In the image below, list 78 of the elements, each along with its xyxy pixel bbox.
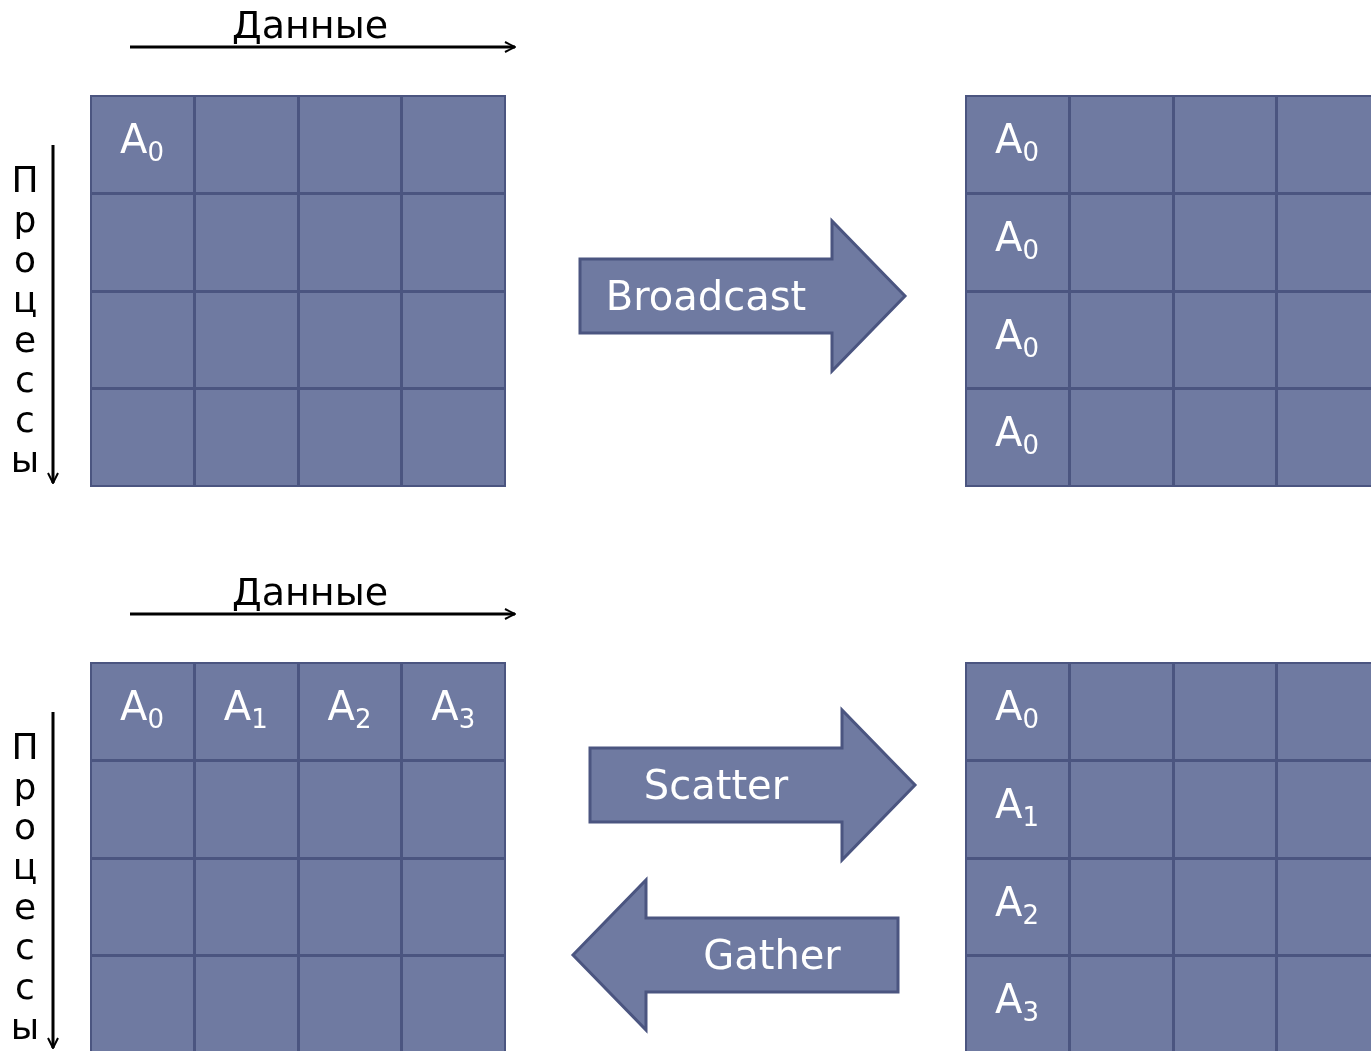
data-cell [1174, 664, 1276, 759]
data-cell [195, 859, 297, 955]
data-cell: A$_{0}$ [967, 390, 1068, 485]
data-cell [1070, 761, 1172, 857]
data-cell [1174, 957, 1276, 1051]
data-cell: A$_{2}$ [967, 859, 1068, 955]
data-cell [403, 390, 504, 485]
data-cell [299, 957, 401, 1051]
data-cell [403, 194, 504, 290]
data-cell [1070, 292, 1172, 388]
data-cell [92, 292, 193, 388]
data-cell [1070, 390, 1172, 485]
edge-label: Gather [703, 935, 841, 975]
data-cell [1174, 194, 1276, 290]
data-cell [1174, 292, 1276, 388]
data-cell [299, 390, 401, 485]
data-cell [1070, 194, 1172, 290]
data-cell: A$_{3}$ [403, 664, 504, 759]
data-cell [1070, 97, 1172, 192]
data-cell [92, 390, 193, 485]
data-cell: A$_{0}$ [967, 292, 1068, 388]
data-cell [403, 859, 504, 955]
data-cell [1070, 957, 1172, 1051]
data-cell: A$_{3}$ [967, 957, 1068, 1051]
data-cell [299, 97, 401, 192]
data-cell [195, 390, 297, 485]
block-arrow [588, 706, 918, 864]
data-cell: A$_{0}$ [967, 97, 1068, 192]
data-cell [92, 761, 193, 857]
data-cell [195, 194, 297, 290]
data-cell [1174, 390, 1276, 485]
grid-panel [90, 95, 506, 487]
block-arrow [570, 876, 900, 1034]
data-cell [299, 292, 401, 388]
data-cell: A$_{1}$ [967, 761, 1068, 857]
data-cell [195, 292, 297, 388]
data-cell [195, 957, 297, 1051]
data-cell [92, 859, 193, 955]
data-cell [1278, 957, 1371, 1051]
data-cell [1278, 292, 1371, 388]
block-arrow [578, 217, 908, 375]
axis-label: Данные [232, 6, 389, 44]
data-cell: A$_{2}$ [299, 664, 401, 759]
data-cell [299, 761, 401, 857]
data-cell: A$_{0}$ [967, 194, 1068, 290]
data-cell [1278, 859, 1371, 955]
data-cell [1070, 859, 1172, 955]
data-cell [92, 957, 193, 1051]
data-cell [195, 761, 297, 857]
data-cell [1278, 761, 1371, 857]
data-cell [195, 97, 297, 192]
data-cell [1278, 664, 1371, 759]
data-cell [1278, 390, 1371, 485]
data-cell [403, 957, 504, 1051]
axis-label: Процессы [10, 160, 40, 480]
data-cell [1278, 97, 1371, 192]
grid-panel [965, 662, 1371, 1051]
data-cell: A$_{1}$ [195, 664, 297, 759]
data-cell [92, 194, 193, 290]
axis-label: Данные [232, 573, 389, 611]
data-cell: A$_{0}$ [92, 664, 193, 759]
edge-label: Broadcast [605, 276, 807, 316]
data-cell [1174, 761, 1276, 857]
data-cell: A$_{0}$ [92, 97, 193, 192]
data-cell [1174, 859, 1276, 955]
data-cell [299, 859, 401, 955]
grid-panel [965, 95, 1371, 487]
data-cell [299, 194, 401, 290]
grid-panel [90, 662, 506, 1051]
data-cell [1070, 664, 1172, 759]
axis-label: Процессы [10, 727, 40, 1047]
data-cell [403, 761, 504, 857]
data-cell: A$_{0}$ [967, 664, 1068, 759]
data-cell [403, 292, 504, 388]
data-cell [1174, 97, 1276, 192]
data-cell [1278, 194, 1371, 290]
edge-label: Scatter [643, 765, 789, 805]
data-cell [403, 97, 504, 192]
